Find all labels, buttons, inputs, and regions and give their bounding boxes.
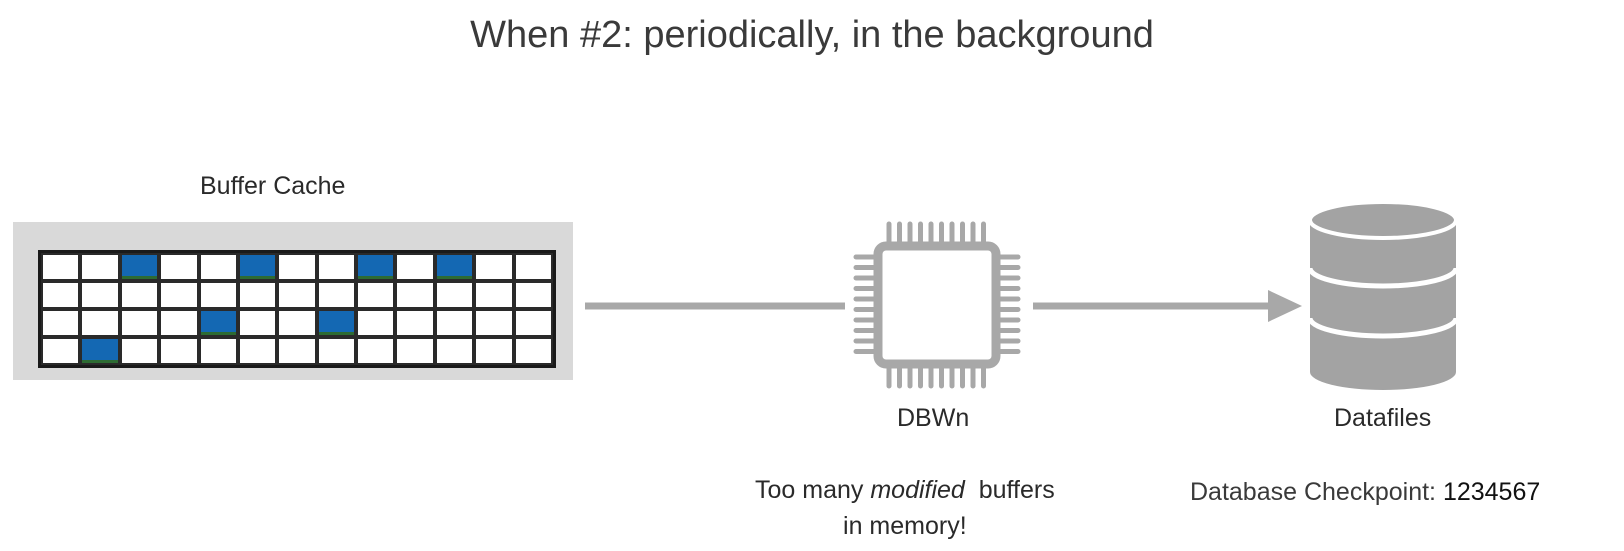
datafiles-label: Datafiles: [1334, 404, 1432, 432]
checkpoint-label: Database Checkpoint:: [1190, 478, 1443, 506]
buffer-cell: [200, 283, 236, 307]
buffer-cell: [397, 311, 433, 335]
buffer-cell: [476, 339, 512, 363]
buffer-cell: [515, 283, 551, 307]
buffer-cell: [436, 339, 473, 363]
buffer-cell: [436, 283, 473, 307]
buffer-cell: [476, 283, 512, 307]
database-icon: [1307, 200, 1459, 390]
dbwn-label: DBWn: [897, 404, 970, 432]
buffer-cache-grid: [38, 250, 556, 368]
buffer-cell: [358, 311, 394, 335]
buffer-cell: [161, 339, 197, 363]
buffer-cell: [43, 255, 79, 279]
diagram-title: When #2: periodically, in the background: [470, 14, 1154, 56]
modified-buffer-cell: [358, 255, 394, 279]
buffer-cell: [358, 283, 394, 307]
modified-buffer-cell: [436, 255, 473, 279]
buffer-cell: [200, 339, 236, 363]
buffer-cell: [82, 255, 118, 279]
buffer-cell: [279, 255, 315, 279]
database-checkpoint: Database Checkpoint: 1234567: [1190, 478, 1540, 507]
buffer-cell: [318, 283, 355, 307]
modified-buffer-cell: [82, 339, 118, 363]
note-text-post: buffers: [964, 476, 1055, 504]
note-text-pre: Too many: [755, 476, 871, 504]
buffer-cell: [43, 311, 79, 335]
buffer-cell: [476, 255, 512, 279]
checkpoint-value: 1234567: [1442, 478, 1541, 506]
buffer-cell: [358, 339, 394, 363]
buffer-cell: [121, 339, 158, 363]
arrow-head-icon: [1268, 290, 1302, 322]
buffer-cell: [121, 311, 158, 335]
buffer-cell: [397, 339, 433, 363]
buffer-cell: [121, 283, 158, 307]
buffer-cell: [476, 311, 512, 335]
modified-buffer-cell: [200, 311, 236, 335]
buffer-cell: [161, 283, 197, 307]
modified-buffers-note: Too many modified buffers in memory!: [755, 472, 1055, 544]
buffer-cell: [515, 311, 551, 335]
buffer-cell: [43, 339, 79, 363]
buffer-cell: [200, 255, 236, 279]
buffer-cell: [161, 255, 197, 279]
note-text-emphasis: modified: [870, 476, 965, 504]
buffer-cell: [82, 311, 118, 335]
buffer-cache-label: Buffer Cache: [200, 172, 346, 200]
buffer-cell: [318, 255, 355, 279]
note-text-line2: in memory!: [843, 512, 967, 540]
buffer-cell: [43, 283, 79, 307]
buffer-cell: [436, 311, 473, 335]
buffer-cell: [279, 311, 315, 335]
buffer-cell: [161, 311, 197, 335]
buffer-cell: [515, 339, 551, 363]
buffer-cell: [318, 339, 355, 363]
buffer-cell: [397, 255, 433, 279]
buffer-cell: [239, 283, 276, 307]
modified-buffer-cell: [318, 311, 355, 335]
buffer-cell: [279, 283, 315, 307]
modified-buffer-cell: [121, 255, 158, 279]
buffer-cell: [239, 339, 276, 363]
buffer-cell: [397, 283, 433, 307]
modified-buffer-cell: [239, 255, 276, 279]
cpu-chip-icon: [853, 221, 1021, 389]
buffer-cell: [82, 283, 118, 307]
buffer-cell: [279, 339, 315, 363]
buffer-cell: [515, 255, 551, 279]
buffer-cell: [239, 311, 276, 335]
